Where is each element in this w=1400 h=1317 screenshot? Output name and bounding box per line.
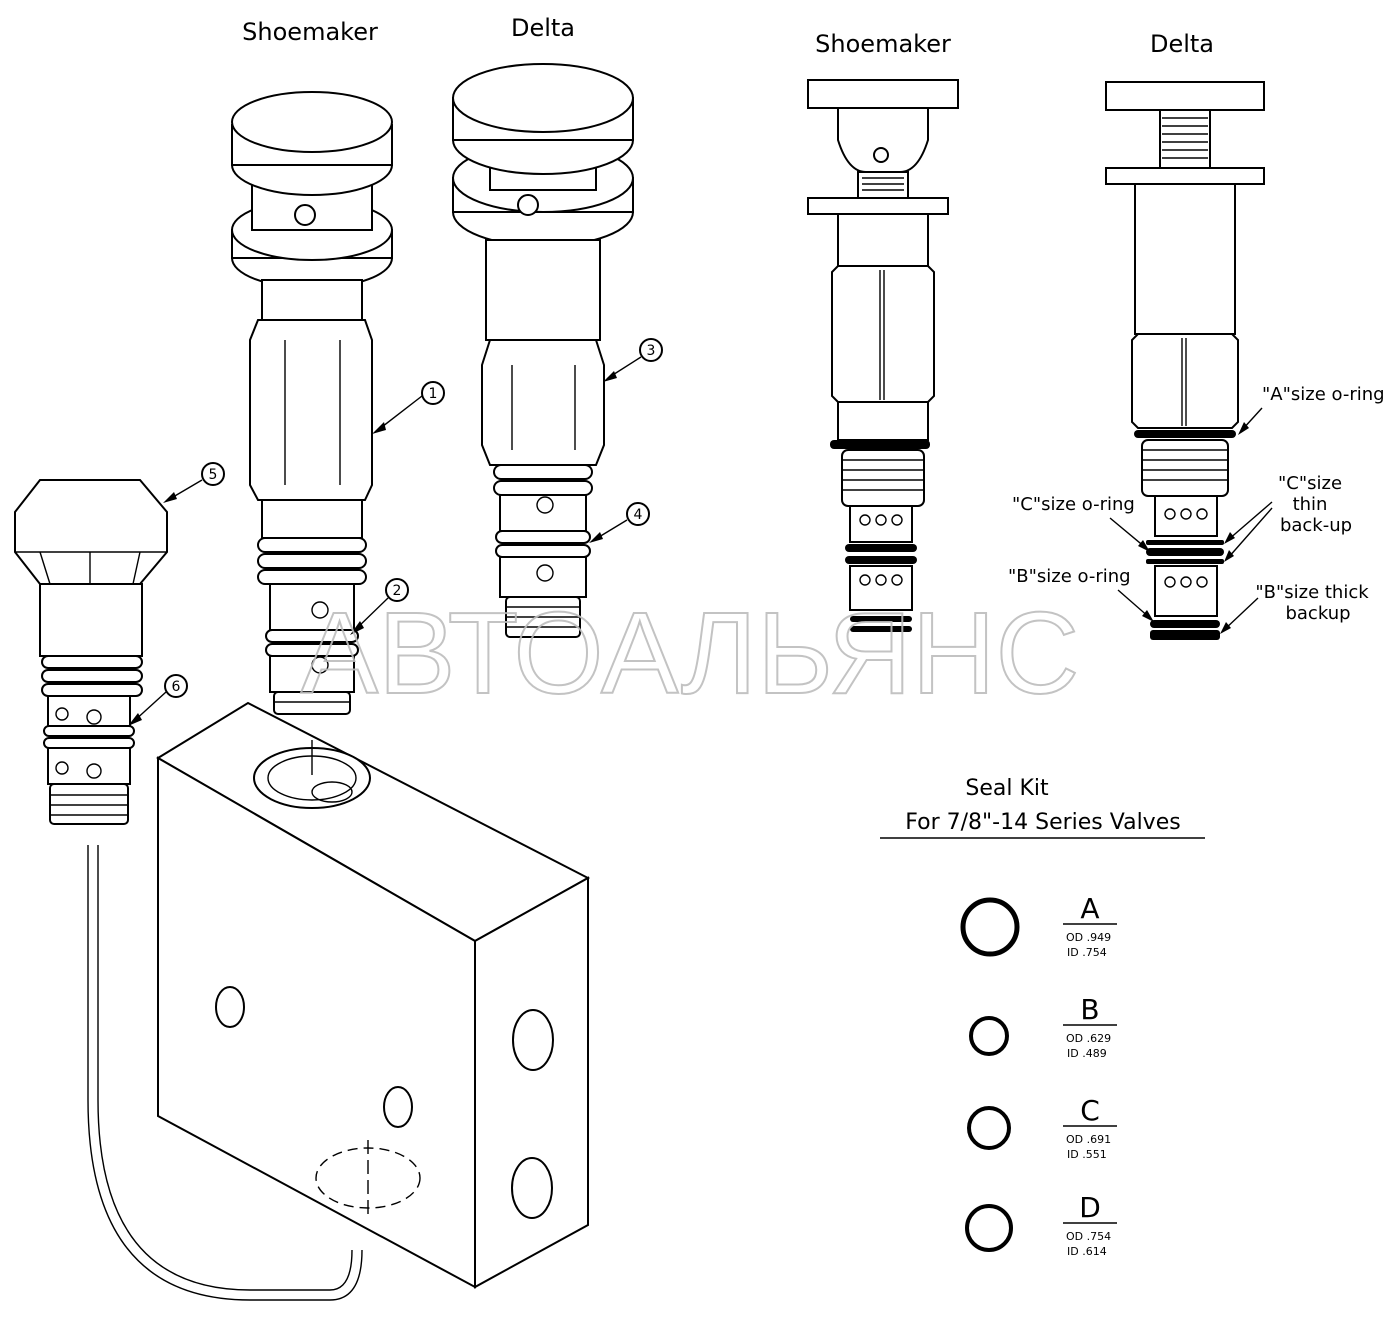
c-backup-line2: thin: [1293, 494, 1328, 515]
plug-cartridge: [14, 479, 168, 825]
ring-a-letter: A: [1080, 892, 1099, 925]
header-delta-perspective: Delta: [511, 14, 575, 42]
ring-a-od: OD .949: [1066, 931, 1111, 944]
callout-5-label: 5: [209, 467, 218, 483]
watermark: АВТОАЛЬЯНС: [301, 588, 1080, 718]
ring-a-id: ID .754: [1067, 946, 1107, 959]
annotation-b-backup: "B"size thick backup: [1220, 582, 1369, 634]
seal-kit-title-line1: Seal Kit: [965, 776, 1049, 801]
ring-d-letter: D: [1079, 1191, 1101, 1224]
annotation-b-oring: "B"size o-ring: [1008, 566, 1154, 622]
ring-c-letter: C: [1080, 1094, 1100, 1127]
b-backup-line1: "B"size thick: [1255, 582, 1369, 603]
b-backup-line2: backup: [1285, 603, 1350, 624]
seal-ring-b: B OD .629 ID .489: [969, 993, 1117, 1060]
callout-6-label: 6: [172, 679, 181, 695]
o-ring-b-icon: [969, 1016, 1009, 1056]
header-shoemaker-perspective: Shoemaker: [242, 18, 378, 46]
callout-4-label: 4: [634, 507, 643, 523]
delta-valve-side: [1105, 81, 1265, 640]
ring-d-id: ID .614: [1067, 1245, 1107, 1258]
annotation-c-backup: "C"size thin back-up: [1224, 473, 1352, 562]
shoemaker-valve-side: [807, 79, 959, 632]
o-ring-c-icon: [967, 1106, 1011, 1150]
seal-ring-c: C OD .691 ID .551: [967, 1094, 1117, 1161]
callout-3-label: 3: [647, 343, 656, 359]
seal-ring-d: D OD .754 ID .614: [965, 1191, 1117, 1258]
ring-d-od: OD .754: [1066, 1230, 1111, 1243]
ring-c-id: ID .551: [1067, 1148, 1107, 1161]
seal-kit-title-line2: For 7/8"-14 Series Valves: [905, 810, 1180, 835]
header-shoemaker-side: Shoemaker: [815, 30, 951, 58]
c-oring-label: "C"size o-ring: [1012, 494, 1135, 515]
annotation-c-oring: "C"size o-ring: [1012, 494, 1150, 552]
callout-1: 1: [372, 381, 445, 434]
ring-c-od: OD .691: [1066, 1133, 1111, 1146]
seal-kit-title: Seal Kit For 7/8"-14 Series Valves: [880, 776, 1205, 839]
callout-1-label: 1: [429, 386, 438, 402]
callout-3: 3: [603, 338, 663, 382]
seal-ring-a: A OD .949 ID .754: [960, 892, 1117, 959]
callout-5: 5: [163, 462, 225, 503]
annotation-a-oring: "A"size o-ring: [1238, 384, 1385, 435]
o-ring-d-icon: [965, 1204, 1013, 1252]
callout-2-label: 2: [393, 583, 402, 599]
hose-line: [87, 845, 363, 1301]
callout-6: 6: [128, 674, 188, 726]
ring-b-id: ID .489: [1067, 1047, 1107, 1060]
ring-b-od: OD .629: [1066, 1032, 1111, 1045]
c-backup-line3: back-up: [1280, 515, 1352, 536]
c-backup-line1: "C"size: [1278, 473, 1342, 494]
ring-b-letter: B: [1080, 993, 1099, 1026]
o-ring-a-icon: [960, 897, 1020, 957]
delta-valve-perspective: [452, 63, 634, 638]
callout-2: 2: [350, 578, 409, 635]
manifold-block: [156, 701, 591, 1289]
callout-4: 4: [589, 502, 650, 543]
header-delta-side: Delta: [1150, 30, 1214, 58]
shoemaker-valve-perspective: [231, 91, 393, 715]
b-oring-label: "B"size o-ring: [1008, 566, 1131, 587]
a-oring-label: "A"size o-ring: [1262, 384, 1385, 405]
